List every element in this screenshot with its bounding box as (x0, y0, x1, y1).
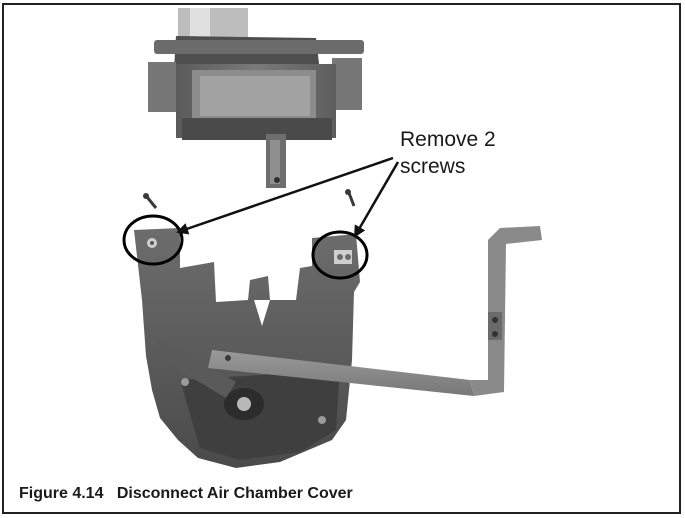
callout-line-2: screws (400, 155, 466, 178)
arrow-to-left-screw (176, 156, 394, 235)
remove-screws-callout: Remove 2 screws (400, 126, 496, 180)
left-screw-hole-circle (122, 214, 184, 266)
actuator-arm (208, 226, 542, 396)
screws (143, 189, 356, 209)
solenoid-assembly (148, 8, 364, 188)
screw-hole-callouts (122, 214, 369, 280)
figure-caption: Figure 4.14 Disconnect Air Chamber Cover (19, 485, 353, 503)
figure-title: Disconnect Air Chamber Cover (116, 485, 353, 502)
figure-number: Figure 4.14 (19, 485, 104, 502)
right-screw-hole-circle (311, 230, 369, 280)
air-chamber-cover (134, 228, 360, 468)
callout-arrows (176, 156, 400, 238)
callout-line-1: Remove 2 (400, 128, 496, 151)
arrow-to-right-screw (353, 161, 400, 238)
